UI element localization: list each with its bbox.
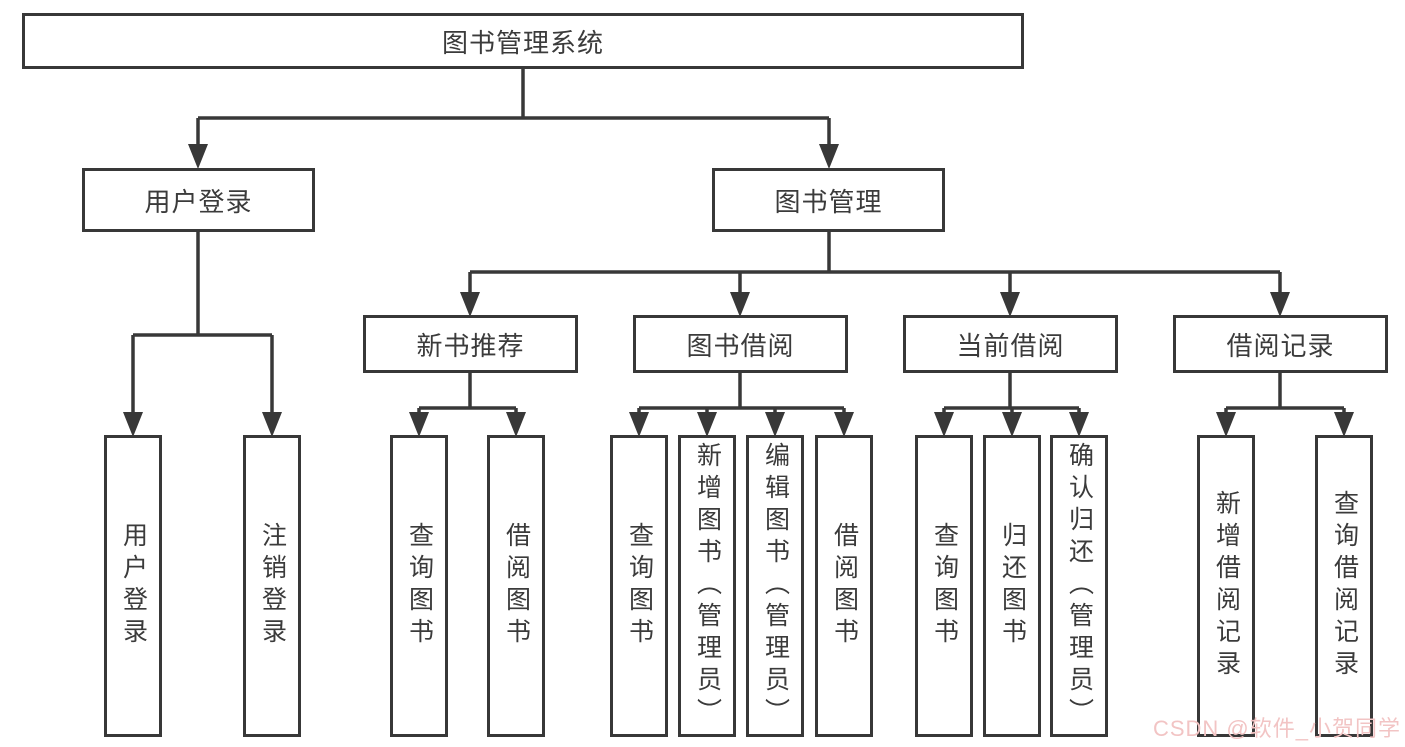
node-new-book-recommend: 新书推荐 [363, 315, 578, 373]
node-book-management-label: 图书管理 [774, 186, 883, 217]
watermark-text: CSDN @软件_小贺同学 [1152, 716, 1401, 741]
leaf-borrow-book-2-label: 借阅图书 [830, 522, 859, 650]
leaf-query-borrow-record: 查询借阅记录 [1315, 435, 1373, 737]
leaf-return-book: 归还图书 [983, 435, 1041, 737]
arrowhead [188, 144, 208, 169]
arrowhead [409, 412, 429, 437]
arrowhead [765, 412, 785, 437]
leaf-query-book-1: 查询图书 [390, 435, 448, 737]
arrowhead [506, 412, 526, 437]
leaf-confirm-return-admin: 确认归还（管理员） [1050, 435, 1108, 737]
node-book-management: 图书管理 [712, 168, 945, 232]
arrowhead [1000, 292, 1020, 317]
node-new-book-recommend-label: 新书推荐 [416, 330, 525, 361]
arrowhead [1002, 412, 1022, 437]
leaf-query-book-3: 查询图书 [915, 435, 973, 737]
arrowhead [834, 412, 854, 437]
leaf-add-borrow-record-label: 新增借阅记录 [1212, 490, 1241, 682]
leaf-user-login-label: 用户登录 [119, 522, 148, 650]
leaf-edit-book-admin: 编辑图书（管理员） [746, 435, 804, 737]
leaf-confirm-return-admin-label: 确认归还（管理员） [1065, 442, 1094, 730]
node-current-borrow-label: 当前借阅 [956, 330, 1065, 361]
arrowhead [460, 292, 480, 317]
node-user-login: 用户登录 [82, 168, 315, 232]
node-book-borrow-label: 图书借阅 [686, 330, 795, 361]
node-user-login-label: 用户登录 [144, 186, 253, 217]
leaf-query-borrow-record-label: 查询借阅记录 [1330, 490, 1359, 682]
leaf-edit-book-admin-label: 编辑图书（管理员） [761, 442, 790, 730]
arrowhead [1334, 412, 1354, 437]
leaf-add-book-admin: 新增图书（管理员） [678, 435, 736, 737]
node-borrow-records-label: 借阅记录 [1226, 330, 1335, 361]
arrowhead [123, 412, 143, 437]
leaf-return-book-label: 归还图书 [998, 522, 1027, 650]
leaf-logout: 注销登录 [243, 435, 301, 737]
arrowhead [1270, 292, 1290, 317]
leaf-add-book-admin-label: 新增图书（管理员） [693, 442, 722, 730]
arrowheads [123, 144, 1354, 437]
node-book-borrow: 图书借阅 [633, 315, 848, 373]
node-root: 图书管理系统 [22, 13, 1024, 69]
arrowhead [819, 144, 839, 169]
arrowhead [1069, 412, 1089, 437]
node-borrow-records: 借阅记录 [1173, 315, 1388, 373]
leaf-borrow-book-1-label: 借阅图书 [502, 522, 531, 650]
connector-path [131, 69, 1346, 414]
arrowhead [934, 412, 954, 437]
arrowhead [262, 412, 282, 437]
leaf-user-login: 用户登录 [104, 435, 162, 737]
arrowhead [730, 292, 750, 317]
leaf-query-book-1-label: 查询图书 [405, 522, 434, 650]
leaf-borrow-book-2: 借阅图书 [815, 435, 873, 737]
leaf-query-book-2: 查询图书 [610, 435, 668, 737]
arrowhead [697, 412, 717, 437]
leaf-borrow-book-1: 借阅图书 [487, 435, 545, 737]
arrowhead [1216, 412, 1236, 437]
leaf-query-book-3-label: 查询图书 [930, 522, 959, 650]
leaf-add-borrow-record: 新增借阅记录 [1197, 435, 1255, 737]
node-root-label: 图书管理系统 [441, 27, 604, 58]
leaf-logout-label: 注销登录 [258, 522, 287, 650]
arrowhead [629, 412, 649, 437]
leaf-query-book-2-label: 查询图书 [625, 522, 654, 650]
node-current-borrow: 当前借阅 [903, 315, 1118, 373]
